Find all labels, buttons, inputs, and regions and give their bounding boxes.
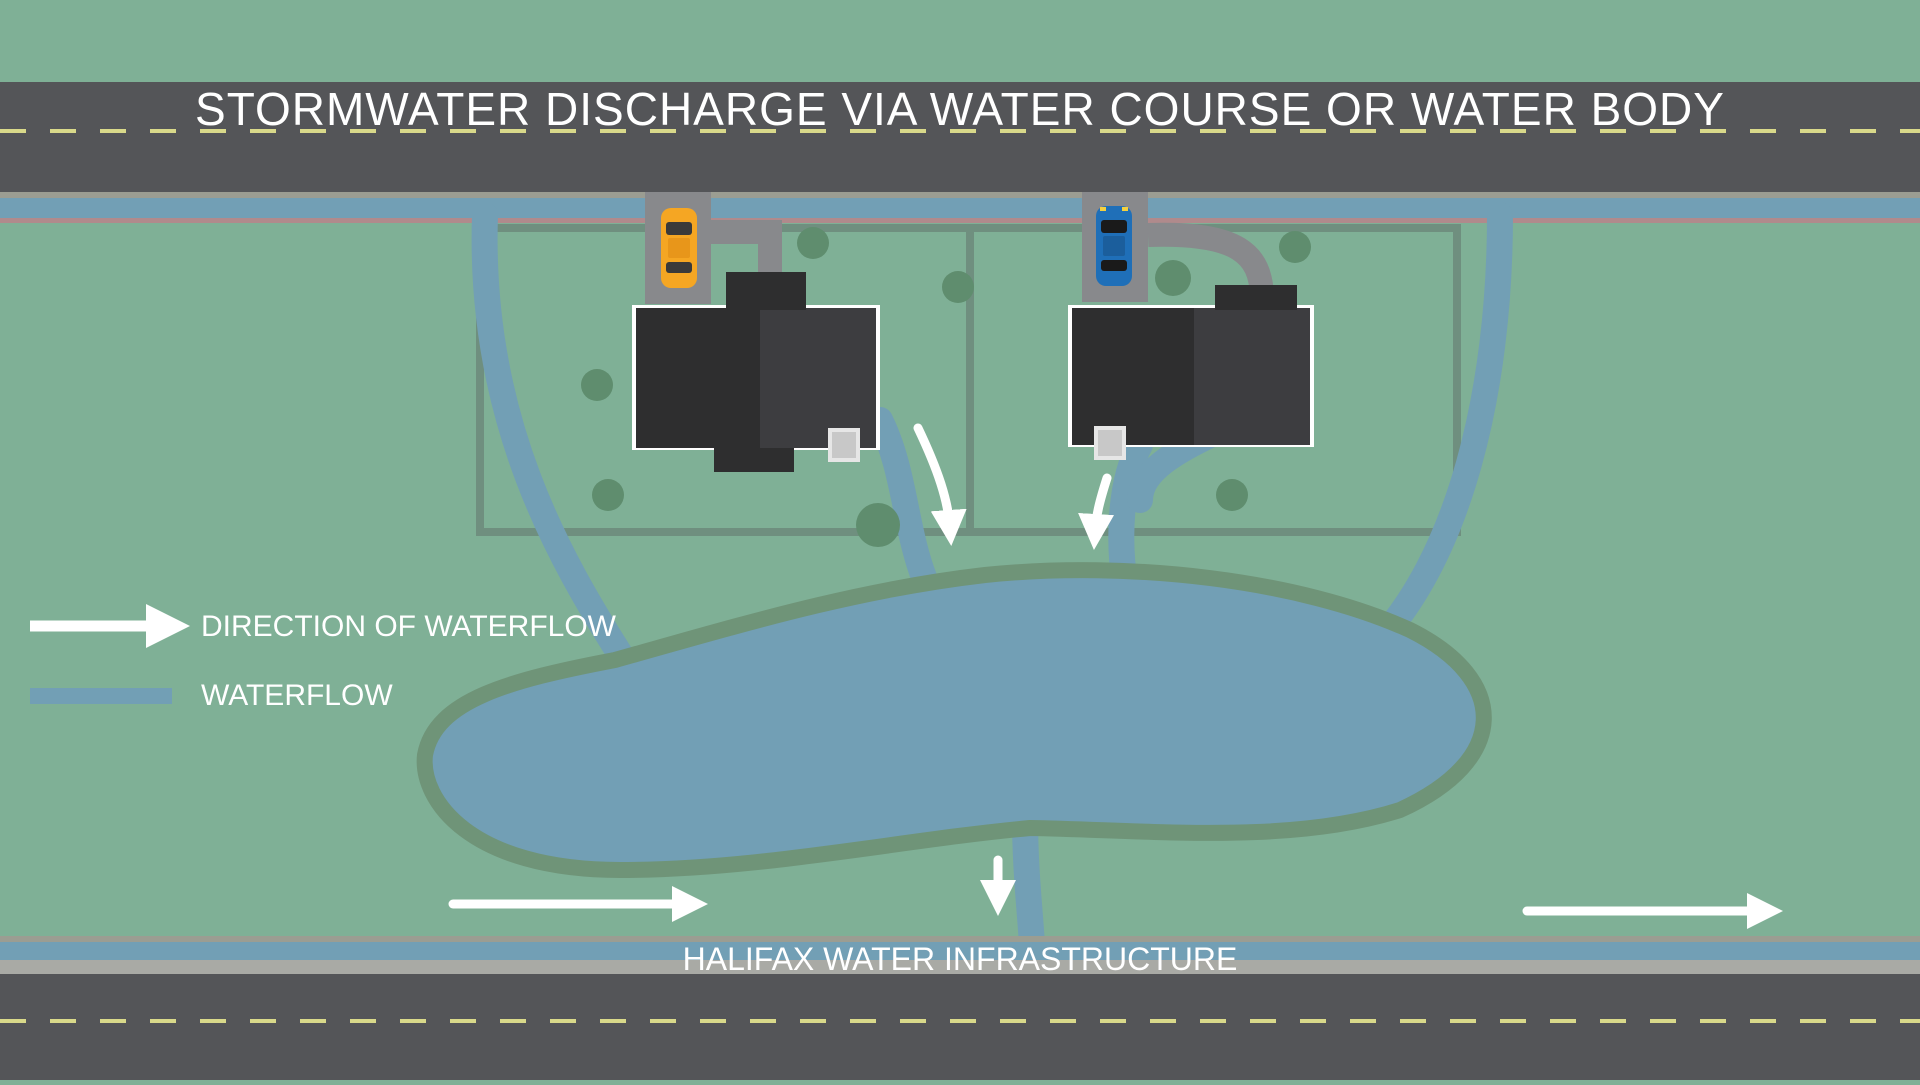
legend-waterflow-label: WATERFLOW <box>201 679 393 712</box>
tree <box>1216 479 1248 511</box>
trees <box>581 227 1311 547</box>
downspout-icon <box>828 428 860 462</box>
tree <box>856 503 900 547</box>
tree <box>592 479 624 511</box>
flow-arrows <box>448 423 1783 929</box>
house-right <box>1068 285 1314 460</box>
infrastructure-label: HALIFAX WATER INFRASTRUCTURE <box>683 941 1238 977</box>
car-icon <box>1096 206 1132 286</box>
pond <box>416 562 1492 879</box>
legend: DIRECTION OF WATERFLOW WATERFLOW <box>30 604 617 712</box>
water-courses <box>471 202 1513 958</box>
tree <box>942 271 974 303</box>
bottom-road <box>0 936 1920 1080</box>
tree <box>1279 231 1311 263</box>
diagram-title: STORMWATER DISCHARGE VIA WATER COURSE OR… <box>195 83 1725 135</box>
tree <box>1155 260 1191 296</box>
legend-waterflow-swatch <box>30 688 172 704</box>
downspout-icon <box>1094 426 1126 460</box>
house-left <box>632 272 880 472</box>
tree <box>797 227 829 259</box>
tree <box>581 369 613 401</box>
car-icon <box>661 208 697 288</box>
legend-arrow-label: DIRECTION OF WATERFLOW <box>201 610 617 643</box>
